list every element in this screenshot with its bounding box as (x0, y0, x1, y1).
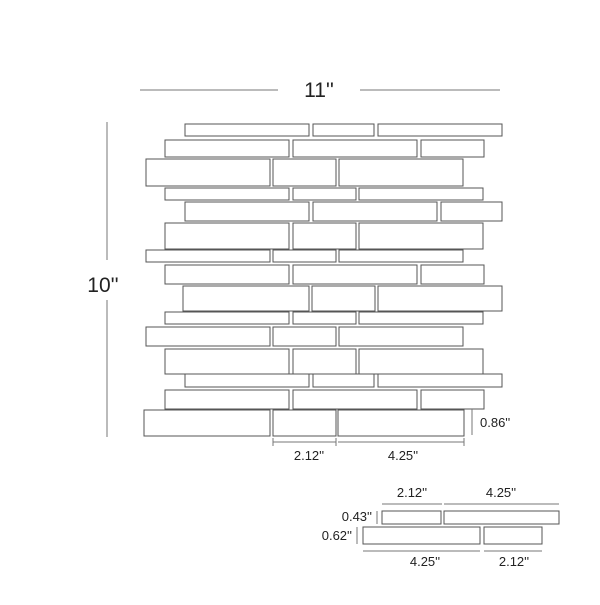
detail-thin-long-tile (443, 510, 560, 525)
mosaic-tile-r1-t1 (184, 123, 310, 137)
mosaic-tile-r14-t2 (292, 389, 418, 410)
mosaic-tile-r3-t2 (272, 158, 337, 187)
mosaic-tile-r14-t3 (420, 389, 485, 410)
mosaic-tile-r1-t3 (377, 123, 503, 137)
short-tile-label: 2.12'' (294, 448, 324, 463)
detail-thin-short-tile (381, 510, 442, 525)
mosaic-tile-r4-t1 (164, 187, 290, 201)
mosaic-tile-r2-t1 (164, 139, 290, 158)
mosaic-tile-r10-t2 (292, 311, 357, 325)
mosaic-tile-r12-t1 (164, 348, 290, 375)
detail-top-long-label: 4.25'' (486, 485, 516, 500)
mosaic-tile-r5-t2 (312, 201, 438, 222)
mosaic-tile-r11-t3 (338, 326, 464, 347)
mosaic-tile-r8-t3 (420, 264, 485, 285)
mosaic-tile-r10-t3 (358, 311, 484, 325)
mosaic-tile-r6-t3 (358, 222, 484, 250)
mosaic-tile-r6-t2 (292, 222, 357, 250)
mosaic-tile-r5-t3 (440, 201, 503, 222)
mosaic-tile-r12-t3 (358, 348, 484, 375)
row-height-label: 0.86'' (480, 415, 510, 430)
mosaic-tile-r12-t2 (292, 348, 357, 375)
mosaic-tiles (143, 123, 503, 437)
mosaic-tile-r6-t1 (164, 222, 290, 250)
long-tile-label: 4.25'' (388, 448, 418, 463)
mosaic-tile-r1-t2 (312, 123, 375, 137)
mosaic-tile-r15-t1 (143, 409, 271, 437)
detail-thick-height-label: 0.62'' (322, 528, 352, 543)
mosaic-tile-r7-t3 (338, 249, 464, 263)
mosaic-tile-r11-t2 (272, 326, 337, 347)
mosaic-tile-r3-t3 (338, 158, 464, 187)
mosaic-tile-r2-t2 (292, 139, 418, 158)
mosaic-tile-r4-t2 (292, 187, 357, 201)
mosaic-tile-r13-t3 (377, 373, 503, 388)
mosaic-tile-r15-t2 (272, 409, 337, 437)
mosaic-tile-r4-t3 (358, 187, 484, 201)
detail-top-short-label: 2.12'' (397, 485, 427, 500)
mosaic-tile-r11-t1 (145, 326, 271, 347)
bottom-width-dimensions: 2.12'' 4.25'' (272, 438, 465, 463)
detail-thick-long-tile (362, 526, 481, 545)
row-height-dimension: 0.86'' (471, 409, 510, 435)
mosaic-tile-r9-t3 (377, 285, 503, 312)
height-dimension: 10'' (87, 122, 119, 437)
width-dimension: 11'' (140, 79, 500, 102)
height-label: 10'' (87, 274, 118, 297)
mosaic-tile-r9-t1 (182, 285, 310, 312)
mosaic-tile-r13-t1 (184, 373, 310, 388)
mosaic-tile-r15-t3 (337, 409, 465, 437)
mosaic-tile-r5-t1 (184, 201, 310, 222)
mosaic-tile-r8-t1 (164, 264, 290, 285)
mosaic-tile-r14-t1 (164, 389, 290, 410)
detail-thin-height-label: 0.43'' (342, 509, 372, 524)
mosaic-tile-r7-t2 (272, 249, 337, 263)
detail-bottom-long-label: 4.25'' (410, 554, 440, 569)
mosaic-tile-r8-t2 (292, 264, 418, 285)
detail-inset: 2.12'' 4.25'' 0.43'' 0.62'' 4.25'' 2.12'… (322, 485, 560, 569)
mosaic-tile-r3-t1 (145, 158, 271, 187)
detail-bottom-short-label: 2.12'' (499, 554, 529, 569)
mosaic-tile-r13-t2 (312, 373, 375, 388)
mosaic-tile-r7-t1 (145, 249, 271, 263)
mosaic-tile-r9-t2 (311, 285, 376, 312)
mosaic-tile-r10-t1 (164, 311, 290, 325)
mosaic-tile-r2-t3 (420, 139, 485, 158)
detail-thick-short-tile (483, 526, 543, 545)
width-label: 11'' (304, 79, 334, 102)
